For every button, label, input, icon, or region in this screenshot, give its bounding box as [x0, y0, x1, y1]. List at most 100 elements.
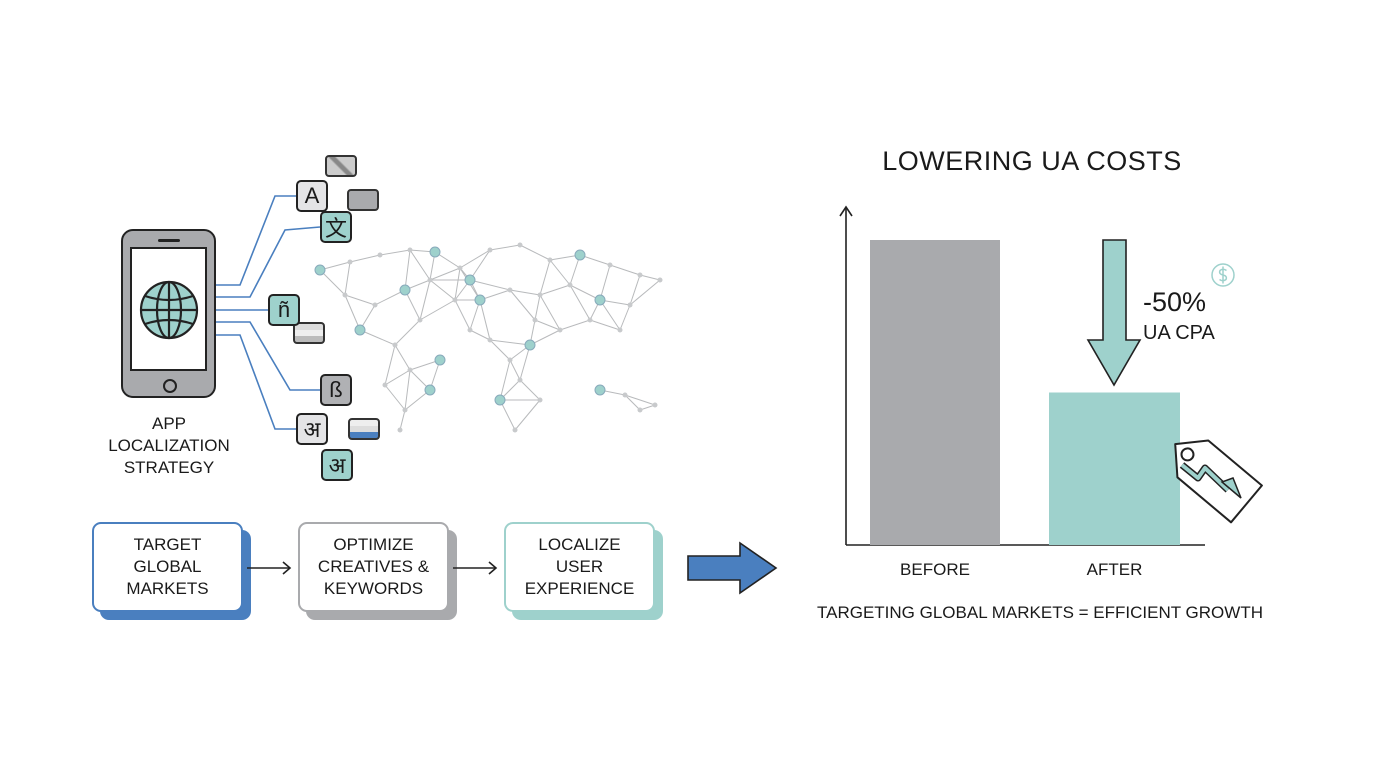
map-edge	[539, 284, 571, 296]
map-node	[407, 367, 413, 373]
map-edge	[519, 344, 531, 381]
chart-caption: TARGETING GLOBAL MARKETS = EFFICIENT GRO…	[817, 603, 1263, 622]
map-node	[507, 357, 513, 363]
map-edge	[489, 244, 521, 251]
map-edge	[629, 279, 661, 306]
map-edge	[469, 329, 491, 341]
map-node	[397, 427, 403, 433]
map-node	[587, 317, 593, 323]
map-edge	[344, 294, 361, 331]
map-edge	[394, 344, 411, 371]
world-map-network	[314, 242, 663, 433]
big-arrow-icon	[687, 541, 778, 595]
map-edge	[419, 299, 456, 321]
map-edge	[619, 304, 631, 331]
map-node	[637, 407, 643, 413]
map-node	[429, 246, 441, 258]
map-node	[417, 317, 423, 323]
map-node	[347, 259, 353, 265]
flag-icon	[293, 322, 325, 344]
flag-icon	[348, 418, 380, 440]
map-edge	[479, 299, 491, 341]
step-text: KEYWORDS	[323, 579, 424, 598]
change-label: UA CPA	[1143, 322, 1215, 344]
map-edge	[509, 359, 521, 381]
map-edge	[419, 279, 431, 321]
map-edge	[359, 329, 396, 346]
map-node	[354, 324, 366, 336]
map-edge	[609, 264, 641, 276]
map-node	[407, 247, 413, 253]
map-node	[464, 274, 476, 286]
tick-label-after: AFTER	[1086, 560, 1143, 579]
map-edge	[454, 267, 461, 301]
label-line: APP	[151, 414, 187, 433]
map-node	[382, 382, 388, 388]
map-node	[617, 327, 623, 333]
map-edge	[509, 289, 536, 321]
map-node	[547, 257, 553, 263]
map-node	[399, 284, 411, 296]
map-node	[424, 384, 436, 396]
map-edge	[539, 294, 561, 331]
map-node	[524, 339, 536, 351]
step-localize-ux: LOCALIZE USER EXPERIENCE	[504, 522, 655, 612]
map-node	[537, 292, 543, 298]
map-node	[652, 402, 658, 408]
map-edge	[514, 399, 541, 431]
map-node	[467, 327, 473, 333]
chart-title: LOWERING UA COSTS	[882, 146, 1182, 176]
map-node	[517, 377, 523, 383]
map-edge	[624, 394, 641, 411]
map-node	[342, 292, 348, 298]
map-node	[452, 297, 458, 303]
globe-icon	[139, 280, 199, 340]
phone-label: APP LOCALIZATION STRATEGY	[89, 413, 249, 479]
map-node	[392, 342, 398, 348]
step-arrows	[247, 541, 778, 595]
map-edge	[384, 384, 406, 411]
map-node	[594, 294, 606, 306]
map-edge	[384, 369, 411, 386]
map-edge	[489, 339, 531, 346]
map-edge	[639, 404, 656, 411]
step-text: EXPERIENCE	[524, 579, 635, 598]
map-edge	[589, 319, 621, 331]
map-edge	[569, 284, 601, 301]
map-node	[567, 282, 573, 288]
down-arrow-icon	[1086, 239, 1142, 387]
map-node	[557, 327, 563, 333]
map-node	[622, 392, 628, 398]
map-edge	[399, 409, 406, 431]
map-edge	[539, 259, 551, 296]
y-axis-arrow	[839, 205, 853, 217]
map-node	[474, 294, 486, 306]
map-edge	[549, 259, 571, 286]
map-edge	[489, 339, 511, 361]
label-line: STRATEGY	[123, 458, 215, 477]
map-edge	[599, 264, 611, 301]
map-node	[487, 337, 493, 343]
map-node	[434, 354, 446, 366]
map-edge	[469, 249, 491, 281]
step-text: MARKETS	[126, 579, 209, 598]
map-edge	[499, 359, 511, 401]
step-text: USER	[555, 557, 604, 576]
flag-icon	[325, 155, 357, 177]
flag-icon	[347, 189, 379, 211]
map-edge	[404, 289, 421, 321]
map-edge	[379, 249, 411, 256]
map-edge	[429, 267, 461, 281]
map-edge	[344, 261, 351, 296]
map-edge	[454, 299, 471, 331]
map-node	[637, 272, 643, 278]
step-text: LOCALIZE	[538, 535, 621, 554]
map-node	[427, 277, 433, 283]
letter-tile: ß	[320, 374, 352, 406]
dollar-icon	[1211, 263, 1235, 287]
map-edge	[534, 319, 561, 331]
map-edge	[624, 394, 656, 406]
map-node	[574, 249, 586, 261]
map-edge	[319, 269, 346, 296]
